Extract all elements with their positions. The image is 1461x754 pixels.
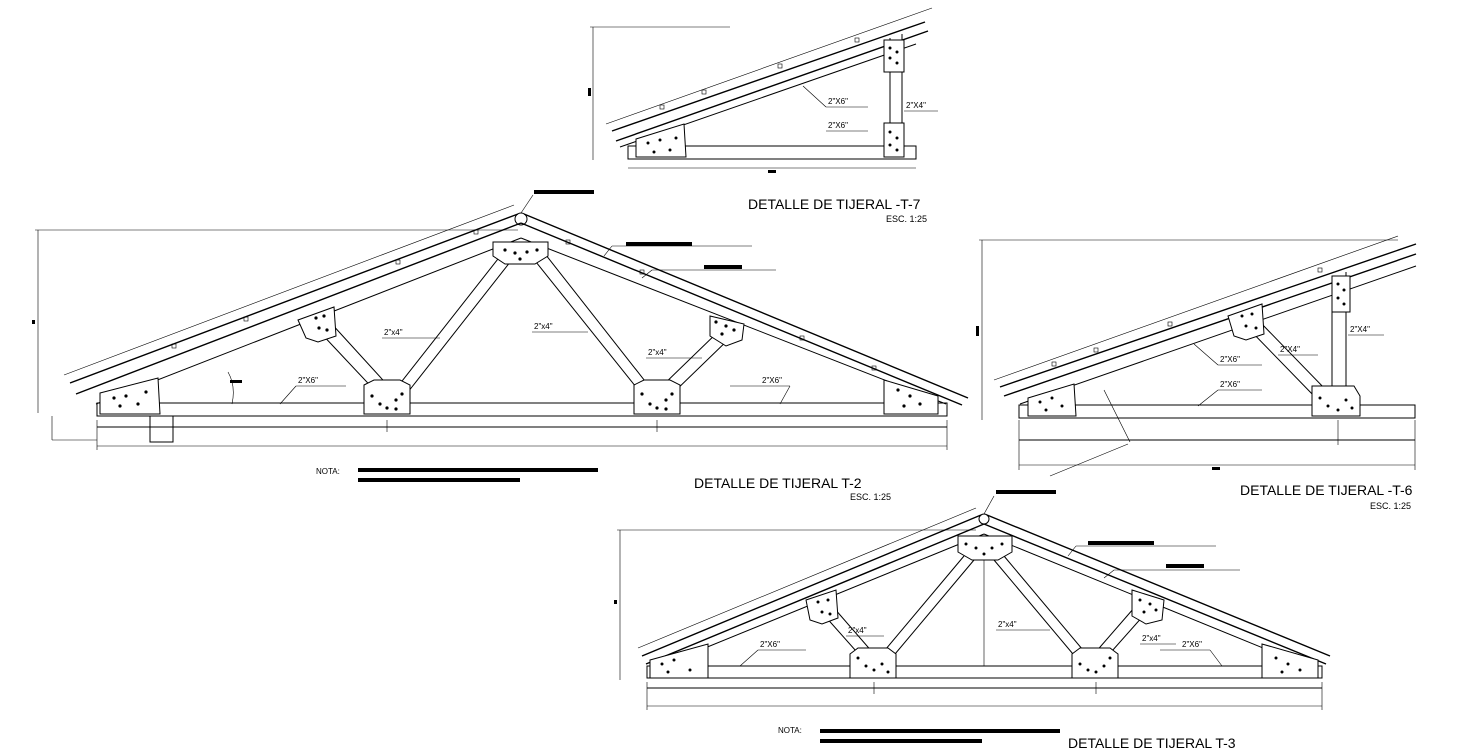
member-label: 2"x4" [848,626,867,635]
truss-t7: 2"X6" 2"X4" 2"X6" [588,7,938,173]
member-label: 2"X6" [828,97,848,106]
scale-t7: ESC. 1:25 [886,214,927,224]
member-label: 2"x4" [534,322,553,331]
title-t6: DETALLE DE TIJERAL -T-6 [1240,482,1413,498]
truss-t3: 2"X6" 2"x4" 2"x4" 2"x4" 2"X6" [614,490,1331,710]
title-t2: DETALLE DE TIJERAL T-2 [694,475,862,491]
member-label: 2"x4" [648,348,667,357]
member-label: 2"X6" [760,640,780,649]
truss-t2: 2"X6" 2"x4" 2"x4" 2"x4" 2"X6" [32,190,969,450]
member-label: 2"X6" [828,121,848,130]
note-text-t3 [820,729,1060,743]
member-label: 2"X4" [906,101,926,110]
member-label: 2"x4" [384,328,403,337]
note-label-t2: NOTA: [316,467,340,476]
truss-t6: 2"X6" 2"X4" 2"X4" 2"X6" [976,235,1417,477]
title-t3: DETALLE DE TIJERAL T-3 [1068,735,1236,751]
note-text-t2 [358,468,598,482]
scale-t6: ESC. 1:25 [1370,501,1411,511]
title-t7: DETALLE DE TIJERAL -T-7 [748,196,921,212]
member-label: 2"X6" [1220,355,1240,364]
member-label: 2"X6" [1182,640,1202,649]
member-label: 2"X6" [762,376,782,385]
member-label: 2"X6" [1220,380,1240,389]
member-label: 2"x4" [998,620,1017,629]
member-label: 2"X4" [1280,345,1300,354]
member-label: 2"x4" [1142,634,1161,643]
member-label: 2"X6" [298,376,318,385]
member-label: 2"X4" [1350,325,1370,334]
scale-t2: ESC. 1:25 [850,492,891,502]
note-label-t3: NOTA: [778,726,802,735]
